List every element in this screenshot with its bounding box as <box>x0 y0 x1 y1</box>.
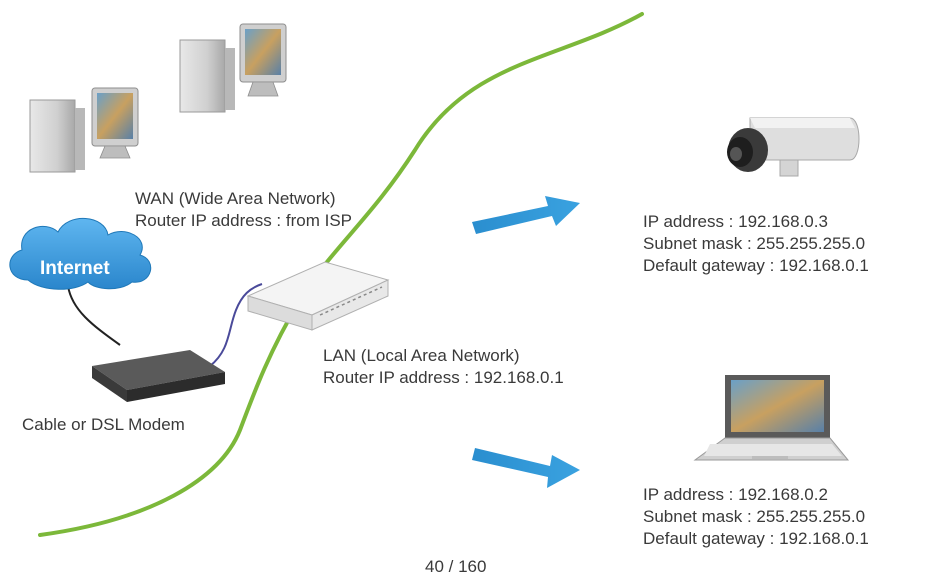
ip-camera-icon <box>727 117 860 177</box>
modem-router-cable <box>209 283 263 367</box>
camera-network-settings: IP address : 192.168.0.3 Subnet mask : 2… <box>643 211 869 277</box>
laptop-network-settings: IP address : 192.168.0.2 Subnet mask : 2… <box>643 484 869 550</box>
page-number: 40 / 160 <box>425 557 487 576</box>
lan-router-ip: Router IP address : 192.168.0.1 <box>323 368 564 387</box>
laptop-subnet-mask: Subnet mask : 255.255.255.0 <box>643 507 866 526</box>
arrow-icon <box>472 448 580 488</box>
internet-cable <box>67 285 121 346</box>
internet-label: Internet <box>40 258 110 279</box>
lan-title: LAN (Local Area Network) <box>323 346 520 365</box>
laptop-default-gateway: Default gateway : 192.168.0.1 <box>643 529 869 548</box>
camera-ip-address: IP address : 192.168.0.3 <box>643 212 828 231</box>
camera-default-gateway: Default gateway : 192.168.0.1 <box>643 256 869 275</box>
laptop-icon <box>693 375 850 461</box>
modem-icon <box>92 350 225 402</box>
desktop-computer-icon <box>29 87 139 173</box>
modem-label: Cable or DSL Modem <box>22 415 185 434</box>
camera-subnet-mask: Subnet mask : 255.255.255.0 <box>643 234 866 253</box>
arrow-icon <box>472 196 580 234</box>
wan-router-ip: Router IP address : from ISP <box>135 211 352 230</box>
desktop-computer-icon <box>179 23 287 113</box>
wan-info: WAN (Wide Area Network) Router IP addres… <box>135 188 352 232</box>
laptop-ip-address: IP address : 192.168.0.2 <box>643 485 828 504</box>
router-icon <box>246 261 390 331</box>
internet-cloud-icon <box>9 217 152 290</box>
lan-info: LAN (Local Area Network) Router IP addre… <box>323 345 564 389</box>
wan-title: WAN (Wide Area Network) <box>135 189 336 208</box>
